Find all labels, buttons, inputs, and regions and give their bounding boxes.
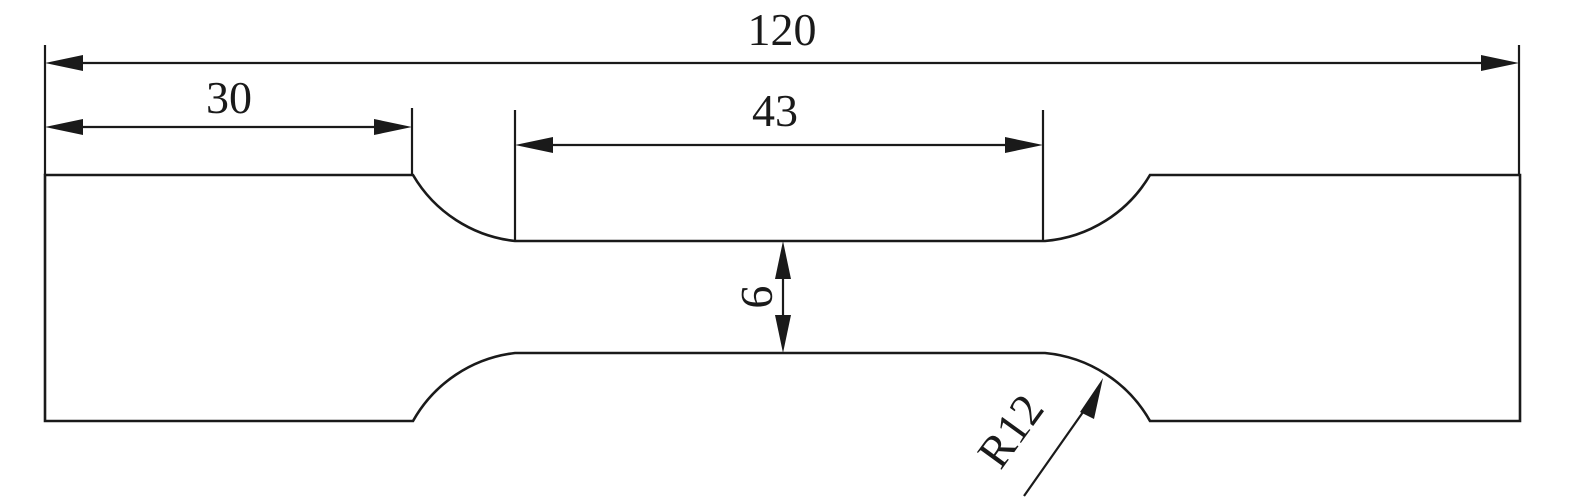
dimension-fillet-radius: R12 (967, 378, 1103, 497)
dimension-gauge-length: 43 (515, 85, 1043, 153)
dimension-grip-length: 30 (45, 72, 412, 135)
arrow-down-icon (775, 315, 791, 353)
specimen-outline (43, 173, 1522, 423)
dimension-gauge-width: 9 (732, 241, 791, 353)
arrow-left-icon (515, 137, 553, 153)
arrow-leader-icon (1080, 378, 1103, 419)
dim-label-gauge-length: 43 (752, 85, 798, 136)
arrow-right-icon (1481, 55, 1519, 71)
dimension-overall-length: 120 (45, 4, 1519, 71)
dim-leader-radius (1023, 404, 1089, 497)
dim-label-overall-length: 120 (748, 4, 817, 55)
arrow-up-icon (775, 241, 791, 279)
arrow-left-icon (45, 55, 83, 71)
dim-label-fillet-radius: R12 (967, 385, 1053, 477)
arrow-right-icon (374, 119, 412, 135)
dim-label-gauge-width: 9 (732, 286, 783, 309)
dim-label-grip-length: 30 (206, 72, 252, 123)
arrow-left-icon (45, 119, 83, 135)
arrow-right-icon (1005, 137, 1043, 153)
